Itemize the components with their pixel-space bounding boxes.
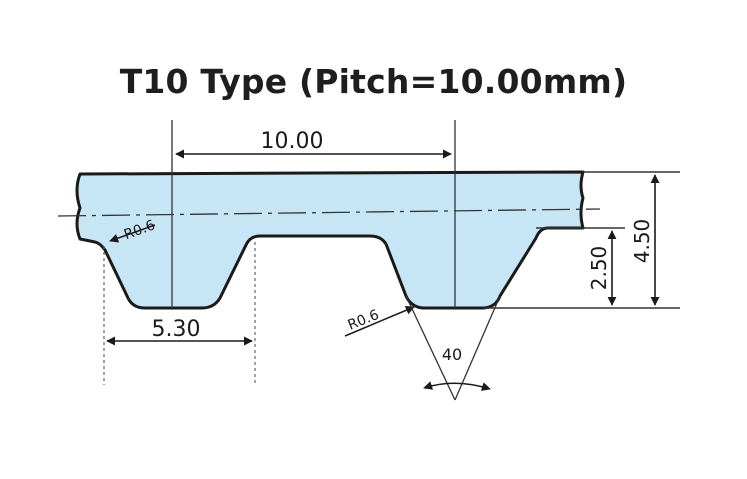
- angle-arc: [423, 381, 491, 391]
- tooth-height-label: 2.50: [587, 246, 611, 291]
- radius-bottom-leader: [344, 305, 415, 337]
- tooth-width-label: 5.30: [152, 317, 201, 342]
- radius-bottom-label: R0.6: [346, 307, 382, 334]
- diagram-title: T10 Type (Pitch=10.00mm): [119, 62, 628, 101]
- belt-body: [75, 170, 585, 310]
- total-height-label: 4.50: [630, 219, 654, 264]
- pitch-label: 10.00: [261, 129, 324, 154]
- radius-top-leader: [109, 224, 156, 243]
- center-line: [57, 208, 601, 217]
- angle-label: 40: [442, 345, 462, 364]
